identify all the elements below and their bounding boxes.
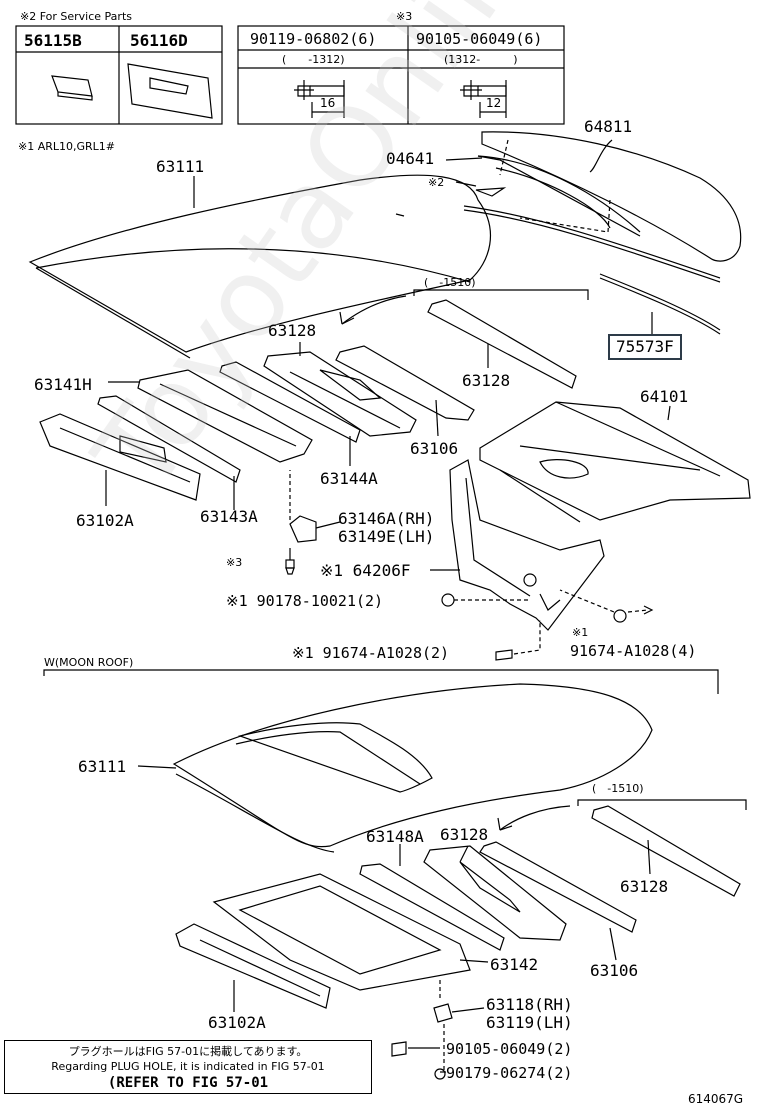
label-91674-right-star: ※1 bbox=[572, 626, 589, 639]
roof-reinforcements bbox=[39, 299, 577, 501]
section1-range: ( -1510) bbox=[424, 276, 476, 289]
part-56115b[interactable]: 56115B bbox=[24, 31, 82, 50]
leaders-1 bbox=[105, 139, 671, 571]
label-63118[interactable]: 63118(RH) bbox=[486, 995, 573, 1014]
bolt-table-title: ※3 bbox=[396, 10, 413, 23]
leaders-2 bbox=[137, 765, 651, 1073]
label-04641[interactable]: 04641 bbox=[386, 149, 435, 168]
label-63149e[interactable]: 63149E(LH) bbox=[338, 527, 435, 546]
bolt-range-2: (1312- ) bbox=[444, 53, 518, 66]
label-63128-d[interactable]: 63128 bbox=[620, 877, 669, 896]
package-tray-panel bbox=[479, 401, 751, 523]
label-90179-06274[interactable]: 90179-06274(2) bbox=[446, 1064, 573, 1082]
label-63102a-upper[interactable]: 63102A bbox=[76, 511, 134, 530]
bolt-dim-1: 16 bbox=[320, 96, 336, 110]
label-63141h[interactable]: 63141H bbox=[34, 375, 92, 394]
roof-panel-upper bbox=[28, 174, 492, 359]
label-star3: ※3 bbox=[226, 556, 243, 569]
label-63148a[interactable]: 63148A bbox=[366, 827, 424, 846]
service-parts-title: ※2 For Service Parts bbox=[20, 10, 132, 23]
label-63111-moonroof[interactable]: 63111 bbox=[78, 757, 127, 776]
moonroof-bracket bbox=[43, 669, 719, 694]
label-91674-a1028-2[interactable]: ※1 91674-A1028(2) bbox=[292, 644, 450, 662]
range-bracket-2 bbox=[497, 799, 747, 831]
label-63128-c[interactable]: 63128 bbox=[440, 825, 489, 844]
label-64811[interactable]: 64811 bbox=[584, 117, 633, 136]
label-64101[interactable]: 64101 bbox=[640, 387, 689, 406]
label-91674-a1028-4[interactable]: 91674-A1028(4) bbox=[570, 642, 697, 660]
bolt-table bbox=[237, 25, 565, 125]
part-90119-06802[interactable]: 90119-06802(6) bbox=[250, 30, 377, 48]
label-63106-moonroof[interactable]: 63106 bbox=[590, 961, 639, 980]
label-63128-b[interactable]: 63128 bbox=[462, 371, 511, 390]
fasteners bbox=[441, 589, 654, 661]
label-75573f[interactable]: 75573F bbox=[608, 334, 682, 360]
moonroof-fasteners bbox=[391, 980, 453, 1080]
service-parts-box bbox=[15, 25, 223, 125]
section1-note: ※1 ARL10,GRL1# bbox=[18, 140, 116, 153]
label-63142[interactable]: 63142 bbox=[490, 955, 539, 974]
label-63143a[interactable]: 63143A bbox=[200, 507, 258, 526]
roof-bracket bbox=[285, 470, 317, 575]
note-line-en: Regarding PLUG HOLE, it is indicated in … bbox=[51, 1060, 325, 1073]
label-63146a[interactable]: 63146A(RH) bbox=[338, 509, 435, 528]
rear-brace bbox=[449, 459, 605, 631]
bolt-dim-2: 12 bbox=[486, 96, 502, 110]
label-63102a-moonroof[interactable]: 63102A bbox=[208, 1013, 266, 1032]
plug-hole-note: プラグホールはFIG 57-01に掲載してあります。 Regarding PLU… bbox=[4, 1040, 372, 1094]
note-refer-link[interactable]: (REFER TO FIG 57-01 bbox=[107, 1075, 269, 1091]
rear-window-parts bbox=[463, 131, 742, 335]
label-63106-upper[interactable]: 63106 bbox=[410, 439, 459, 458]
roof-panel-moonroof bbox=[172, 683, 653, 853]
label-90178-10021[interactable]: ※1 90178-10021(2) bbox=[226, 592, 384, 610]
note-line-jp: プラグホールはFIG 57-01に掲載してあります。 bbox=[68, 1045, 308, 1058]
section2-range: ( -1510) bbox=[592, 782, 644, 795]
label-star2: ※2 bbox=[428, 176, 445, 189]
figure-code: 614067G bbox=[688, 1092, 744, 1106]
label-90105-06049-2[interactable]: 90105-06049(2) bbox=[446, 1040, 573, 1058]
part-90105-06049-table[interactable]: 90105-06049(6) bbox=[416, 30, 543, 48]
part-56116d[interactable]: 56116D bbox=[130, 31, 188, 50]
label-63111-upper[interactable]: 63111 bbox=[156, 157, 205, 176]
bolt-range-1: ( -1312) bbox=[282, 53, 345, 66]
label-63144a[interactable]: 63144A bbox=[320, 469, 378, 488]
moonroof-reinforcements bbox=[175, 805, 741, 1009]
range-bracket-1 bbox=[339, 289, 589, 325]
label-63128-a[interactable]: 63128 bbox=[268, 321, 317, 340]
label-64206f[interactable]: ※1 64206F bbox=[320, 561, 411, 580]
section2-title: W(MOON ROOF) bbox=[44, 656, 134, 669]
label-63119[interactable]: 63119(LH) bbox=[486, 1013, 573, 1032]
